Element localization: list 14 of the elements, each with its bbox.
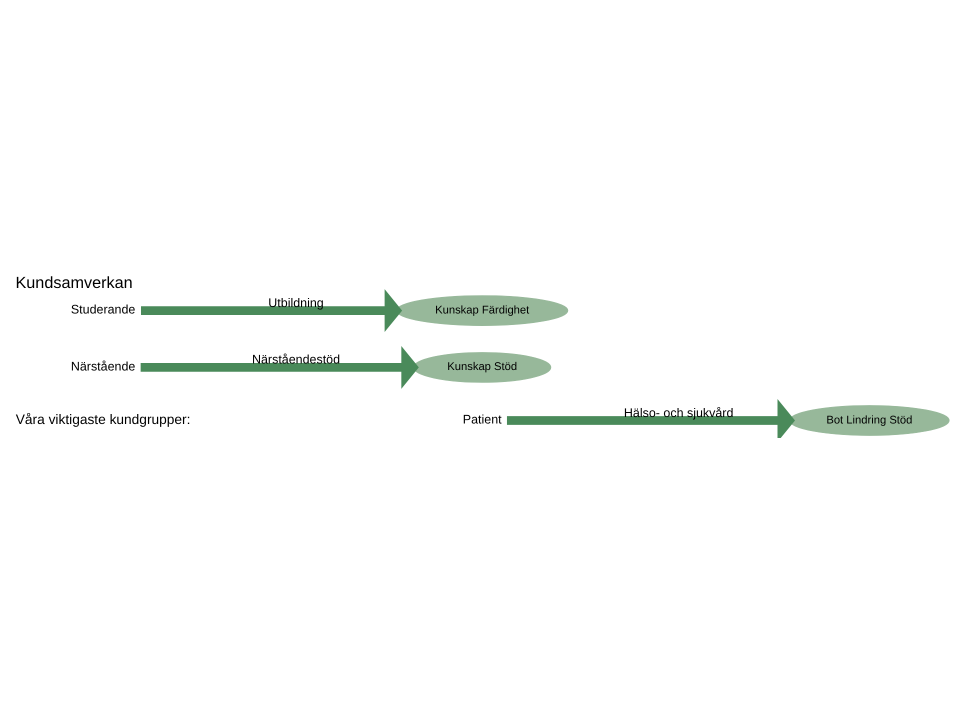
arrow [141,288,402,332]
node-text: Patient [462,412,502,426]
edge-label: Utbildning [268,295,324,310]
node-ellipse: Bot Lindring Stöd [789,404,950,436]
node-text: Närstående [70,359,136,374]
arrow [506,398,795,438]
diagram-title: Kundsamverkan [15,273,133,292]
edge-label: Hälso- och sjukvård [624,405,734,420]
arrow [140,345,419,388]
edge-label: Närståendestöd [252,352,340,366]
node-ellipse: Kunskap Färdighet [396,294,568,326]
node-ellipse: Kunskap Stöd [413,352,552,382]
node-text: Studerande [70,302,136,316]
label: Våra viktigaste kundgrupper: [16,411,190,426]
